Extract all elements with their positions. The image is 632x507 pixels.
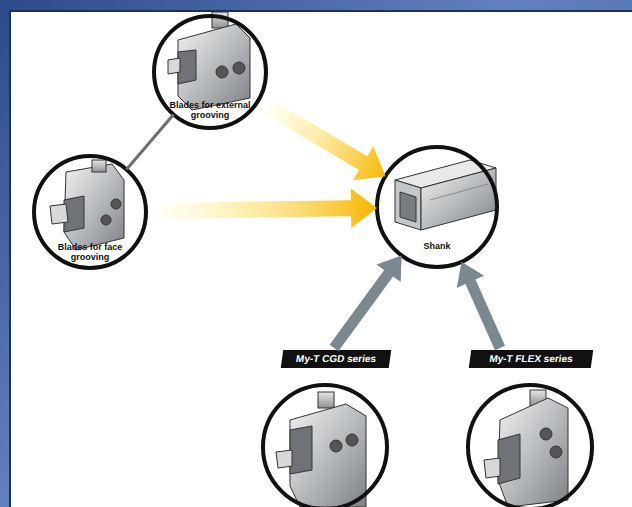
circle-outline xyxy=(262,348,390,507)
fit-arrow xyxy=(330,255,402,351)
circle-ring xyxy=(263,385,387,507)
face-blade xyxy=(50,160,124,250)
part-circle: Shank xyxy=(377,147,497,267)
circle-outline xyxy=(468,348,596,507)
part-circle: Blades for face grooving xyxy=(34,156,146,268)
link-line xyxy=(125,114,174,171)
highlight-arrow xyxy=(146,188,377,228)
part-label: Blades for external grooving xyxy=(168,100,252,120)
circle-ring xyxy=(468,385,592,507)
flex-blade xyxy=(484,390,568,507)
cgd-blade xyxy=(276,392,366,507)
circle-ring xyxy=(377,147,497,267)
circle-ring xyxy=(154,16,266,128)
shank-bar xyxy=(395,160,496,230)
series-label: My-T FLEX series xyxy=(469,350,594,368)
part-label: Blades for face grooving xyxy=(50,242,130,262)
part-circle: Blades for external grooving xyxy=(154,16,266,128)
part-label: Shank xyxy=(407,241,467,251)
highlight-arrow xyxy=(254,94,385,181)
circle-ring xyxy=(34,156,146,268)
series-circle: My-T CGD series xyxy=(262,348,390,507)
series-label: My-T CGD series xyxy=(281,350,392,368)
fit-arrow xyxy=(457,262,505,350)
series-circle: My-T FLEX series xyxy=(468,348,596,507)
